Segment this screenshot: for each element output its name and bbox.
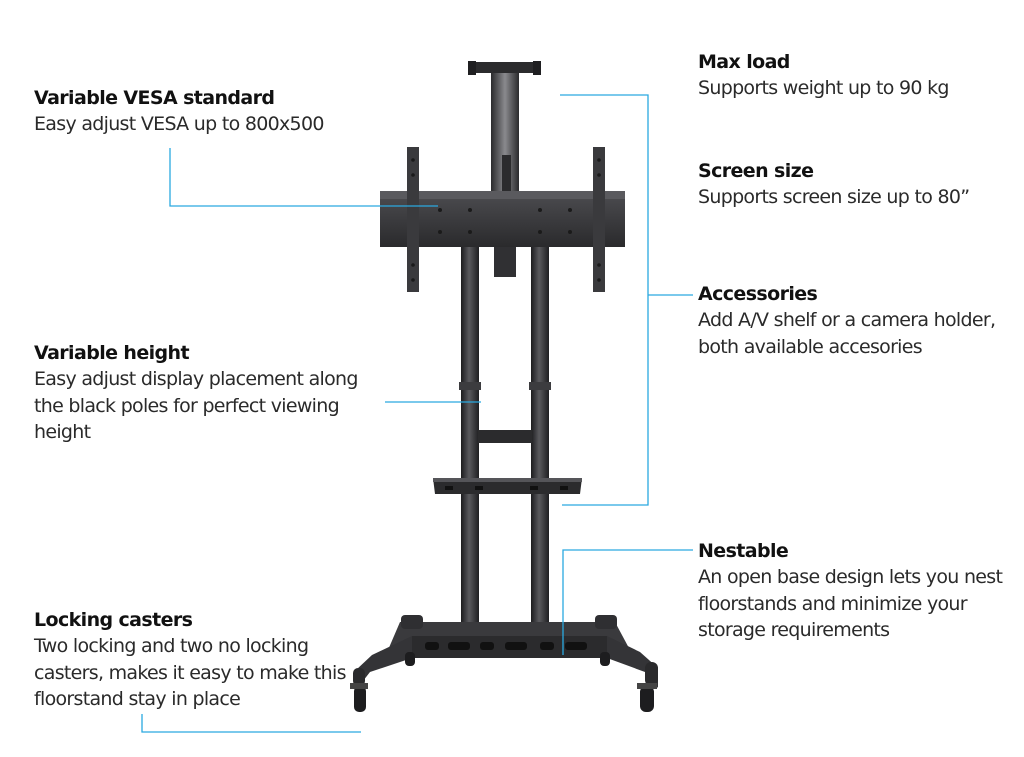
callout-vesa-desc: Easy adjust VESA up to 800x500 <box>34 113 324 135</box>
callout-screen-size-title: Screen size <box>698 160 814 182</box>
callout-casters-title: Locking casters <box>34 609 193 631</box>
callout-accessories-title: Accessories <box>698 283 818 305</box>
callout-height: Variable height Easy adjust display plac… <box>34 340 374 446</box>
leader-lines <box>141 94 693 733</box>
av-shelf <box>433 478 582 494</box>
callout-screen-size: Screen size Supports screen size up to 8… <box>698 158 1018 211</box>
callout-max-load: Max load Supports weight up to 90 kg <box>698 49 1018 102</box>
callout-nestable-title: Nestable <box>698 540 789 562</box>
leader-casters <box>141 714 361 733</box>
callout-height-desc: Easy adjust display placement along the … <box>34 368 358 443</box>
callout-max-load-title: Max load <box>698 51 790 73</box>
stand-base <box>353 615 658 690</box>
leader-nestable <box>562 549 693 655</box>
camera-holder <box>468 61 541 193</box>
callout-accessories-desc: Add A/V shelf or a camera holder, both a… <box>698 309 996 358</box>
callout-screen-size-desc: Supports screen size up to 80” <box>698 186 970 208</box>
callout-nestable: Nestable An open base design lets you ne… <box>698 538 1018 644</box>
leader-vesa <box>169 148 438 207</box>
leader-load <box>560 94 649 506</box>
caster-wheels <box>350 652 657 712</box>
callout-vesa: Variable VESA standard Easy adjust VESA … <box>34 85 364 138</box>
callout-casters: Locking casters Two locking and two no l… <box>34 607 364 713</box>
callout-accessories: Accessories Add A/V shelf or a camera ho… <box>698 281 1018 360</box>
callout-max-load-desc: Supports weight up to 90 kg <box>698 77 949 99</box>
vesa-mount <box>380 147 625 292</box>
callout-nestable-desc: An open base design lets you nest floors… <box>698 566 1003 641</box>
callout-vesa-title: Variable VESA standard <box>34 87 275 109</box>
support-poles <box>459 245 551 625</box>
callout-height-title: Variable height <box>34 342 190 364</box>
callout-casters-desc: Two locking and two no locking casters, … <box>34 635 346 710</box>
